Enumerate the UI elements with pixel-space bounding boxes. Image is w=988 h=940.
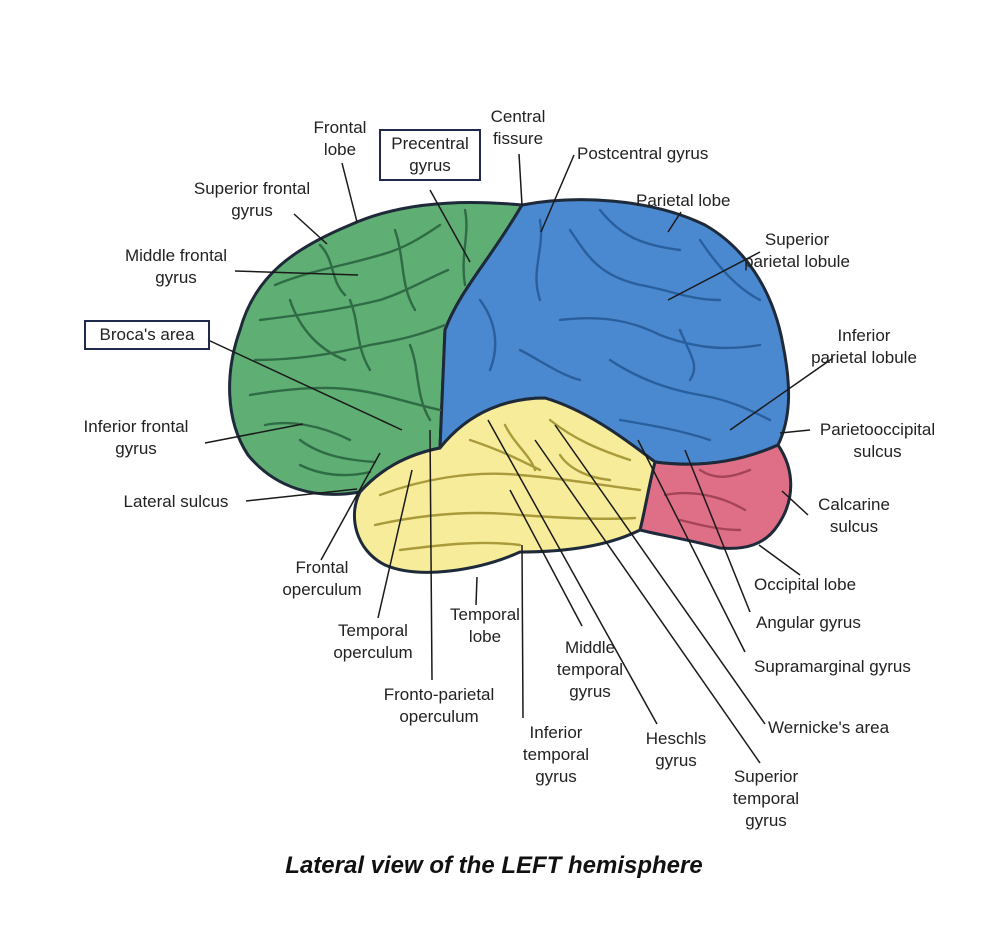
label-heschls-gyrus: Heschls gyrus [645,729,707,770]
label-wernickes-area: Wernicke's area [768,718,890,737]
label-parietal-lobe: Parietal lobe [636,191,731,210]
temporal-sulci [373,418,642,552]
label-postcentral-gyrus: Postcentral gyrus [577,144,709,163]
label-fronto-parietal-operculum: Fronto-parietal operculum [383,685,495,726]
label-parietooccipital-sulcus: Parietooccipital sulcus [819,420,936,461]
label-calcarine-sulcus: Calcarine sulcus [818,495,890,536]
label-superior-temporal-gyrus: Superior temporal gyrus [732,767,800,830]
label-temporal-operculum: Temporal operculum [333,621,413,662]
label-angular-gyrus: Angular gyrus [756,613,861,632]
label-temporal-lobe: Temporal lobe [450,605,520,646]
label-inferior-frontal-gyrus: Inferior frontal gyrus [83,417,189,458]
label-precentral-gyrus: Precentral gyrus [379,129,481,181]
label-inferior-temporal-gyrus: Inferior temporal gyrus [522,723,590,786]
label-frontal-operculum: Frontal operculum [282,558,362,599]
label-lateral-sulcus: Lateral sulcus [123,492,229,511]
label-central-fissure: Central fissure [490,107,546,148]
leader-lines [204,153,834,764]
temporal-lobe-region [352,396,657,574]
label-inferior-parietal-lobule: Inferior parietal lobule [811,326,917,367]
label-brocas-area: Broca's area [84,320,210,350]
frontal-sulci [248,208,468,477]
label-supramarginal-gyrus: Supramarginal gyrus [754,657,911,676]
label-frontal-lobe: Frontal lobe [313,118,367,159]
label-occipital-lobe: Occipital lobe [754,575,857,594]
parietal-sulci [478,208,772,442]
occipital-sulci [663,468,752,532]
label-superior-frontal-gyrus: Superior frontal gyrus [193,179,311,220]
diagram-caption: Lateral view of the LEFT hemisphere [285,852,703,879]
label-middle-temporal-gyrus: Middle temporal gyrus [556,638,624,701]
label-superior-parietal-lobule: Superior parietal lobule [744,230,850,271]
label-middle-frontal-gyrus: Middle frontal gyrus [124,246,228,287]
